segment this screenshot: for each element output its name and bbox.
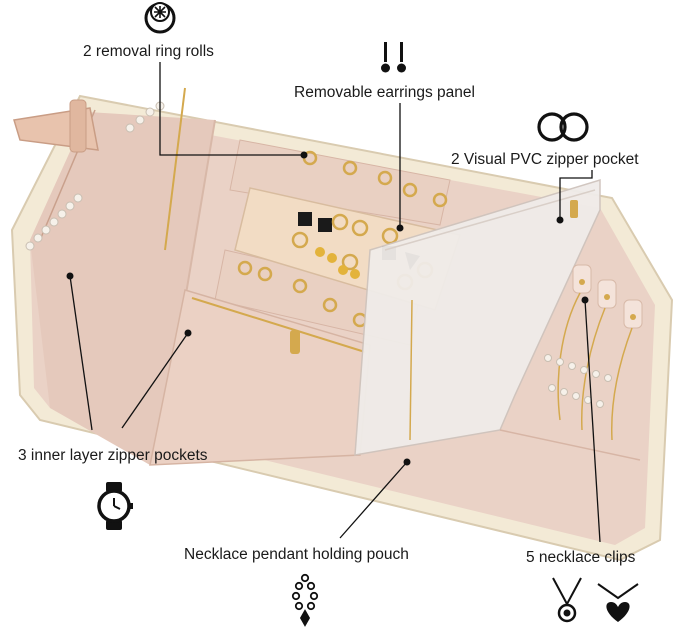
label-pvc-pocket: 2 Visual PVC zipper pocket: [451, 151, 639, 168]
ring-icon: [144, 2, 176, 34]
watch-icon: [97, 482, 133, 530]
label-earrings-panel: Removable earrings panel: [294, 84, 475, 101]
front-zipper-pocket: [149, 289, 371, 466]
pendant-necklace-icon: [552, 577, 582, 623]
callout-dots: [66, 151, 589, 466]
heart-pendant-icon: [597, 583, 639, 622]
necklace-icon: [291, 573, 319, 627]
hoop-earrings-icon: [537, 112, 589, 142]
pendant-pouch: [499, 429, 641, 461]
earrings-icon: [381, 42, 406, 73]
necklace-clips: [572, 264, 643, 329]
necklace-pearls: [544, 354, 612, 408]
leather-strap: [13, 99, 99, 153]
callout-lines: [69, 62, 601, 543]
label-inner-pockets: 3 inner layer zipper pockets: [18, 447, 208, 464]
label-pendant-pouch: Necklace pendant holding pouch: [184, 546, 409, 563]
left-zipper: [164, 87, 186, 251]
pearl-strand: [25, 101, 165, 251]
label-ring-rolls: 2 removal ring rolls: [83, 43, 214, 60]
label-necklace-clips: 5 necklace clips: [526, 549, 636, 566]
